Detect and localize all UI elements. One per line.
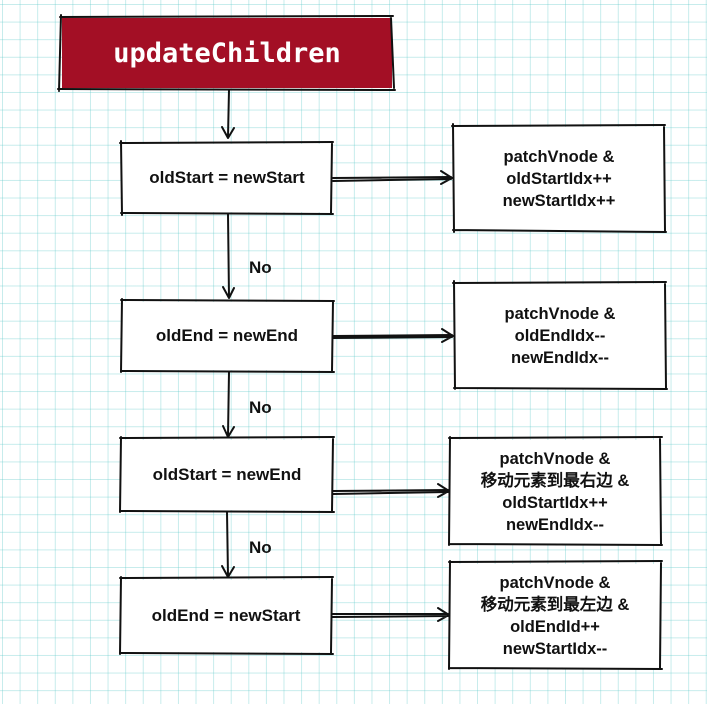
condition-text: oldStart = newStart: [149, 168, 305, 187]
arrow-step2-to-step3: [222, 371, 235, 438]
action-line: patchVnode &: [499, 574, 611, 592]
title-text: updateChildren: [113, 37, 341, 69]
action-box-3: patchVnode & 移动元素到最右边 & oldStartIdx++ ne…: [450, 440, 660, 544]
action-line: 移动元素到最左边 &: [480, 596, 630, 614]
action-line: patchVnode &: [503, 148, 615, 166]
title-box: updateChildren: [62, 18, 392, 88]
action-line: oldStartIdx++: [502, 494, 608, 512]
arrow-step1-to-step2: [222, 213, 235, 299]
action-line: patchVnode &: [504, 305, 616, 323]
action-box-2: patchVnode & oldEndIdx-- newEndIdx--: [455, 284, 665, 388]
action-line: oldEndId++: [510, 618, 600, 636]
arrow-step3-to-action3: [332, 483, 450, 498]
action-line: newStartIdx++: [502, 192, 616, 210]
arrow-step2-to-action2: [332, 328, 454, 343]
no-label-1: No: [249, 258, 272, 277]
arrow-title-to-step1: [221, 89, 235, 139]
condition-box-old-end-new-end: oldEnd = newEnd: [122, 302, 332, 370]
action-line: newEndIdx--: [510, 349, 610, 367]
arrow-step1-to-action1: [332, 170, 453, 185]
action-box-4: patchVnode & 移动元素到最左边 & oldEndId++ newSt…: [450, 564, 660, 668]
action-box-1: patchVnode & oldStartIdx++ newStartIdx++: [454, 127, 664, 231]
condition-text: oldEnd = newStart: [151, 606, 301, 625]
action-line: patchVnode &: [499, 450, 611, 468]
action-line: newEndIdx--: [505, 516, 605, 534]
condition-text: oldStart = newEnd: [152, 465, 302, 484]
condition-box-old-end-new-start: oldEnd = newStart: [121, 580, 331, 652]
action-line: oldStartIdx++: [506, 170, 612, 188]
action-line: oldEndIdx--: [514, 327, 606, 345]
no-label-3: No: [249, 538, 272, 557]
no-label-2: No: [249, 398, 272, 417]
arrow-step4-to-action4: [331, 607, 450, 622]
arrow-step3-to-step4: [221, 511, 235, 578]
condition-box-old-start-new-end: oldStart = newEnd: [121, 440, 333, 510]
action-line: 移动元素到最右边 &: [480, 472, 630, 490]
condition-box-old-start-new-start: oldStart = newStart: [122, 144, 332, 212]
condition-text: oldEnd = newEnd: [155, 326, 299, 345]
action-line: newStartIdx--: [502, 640, 608, 658]
